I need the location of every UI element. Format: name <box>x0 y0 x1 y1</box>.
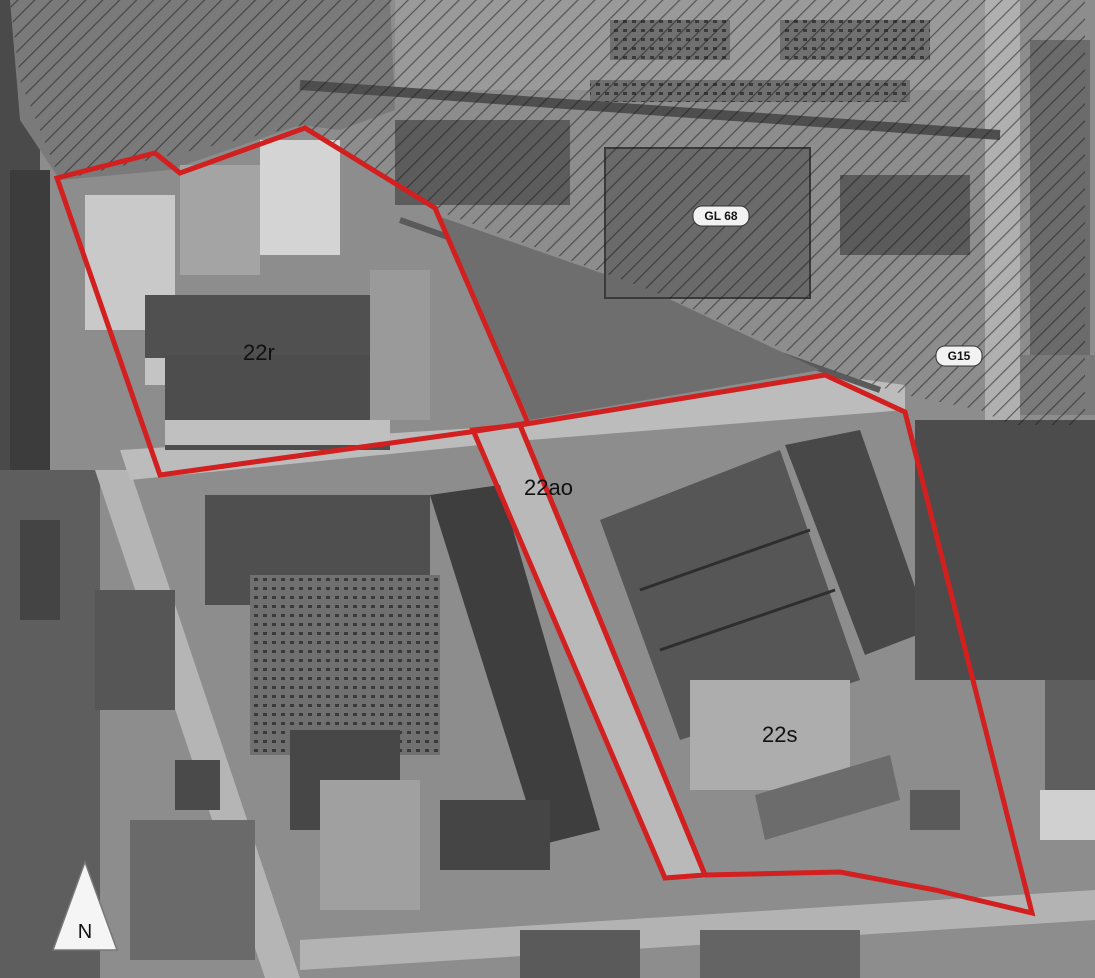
area-code-badge-gl68: GL 68 <box>692 205 750 227</box>
zone-22s-boundary <box>516 372 1036 917</box>
hatched-area-north <box>10 0 1085 425</box>
diagonal-road <box>475 430 705 880</box>
area-code-g15: G15 <box>948 349 971 363</box>
north-arrow-label: N <box>78 921 92 943</box>
yard-22s <box>690 680 850 790</box>
area-code-gl68: GL 68 <box>704 209 737 223</box>
building-long-diagonal <box>430 485 600 845</box>
zone-label-22r: 22r <box>243 340 275 365</box>
parking-22r <box>180 165 260 275</box>
north-arrow: N <box>51 859 119 951</box>
parking-middle <box>250 575 440 755</box>
building-22s-hall-east <box>785 430 930 655</box>
north-arrow-icon <box>51 859 119 951</box>
zone-label-22ao: 22ao <box>524 475 573 500</box>
building-22s-hall <box>600 450 860 740</box>
building-22s-south <box>755 755 900 840</box>
south-road <box>300 890 1095 970</box>
central-lawn <box>435 215 820 420</box>
zone-22r-boundary <box>53 125 532 478</box>
area-code-badge-g15: G15 <box>935 345 983 367</box>
building-22r-north <box>260 140 340 255</box>
zone-label-22s: 22s <box>762 722 797 747</box>
east-trees <box>915 420 1095 680</box>
